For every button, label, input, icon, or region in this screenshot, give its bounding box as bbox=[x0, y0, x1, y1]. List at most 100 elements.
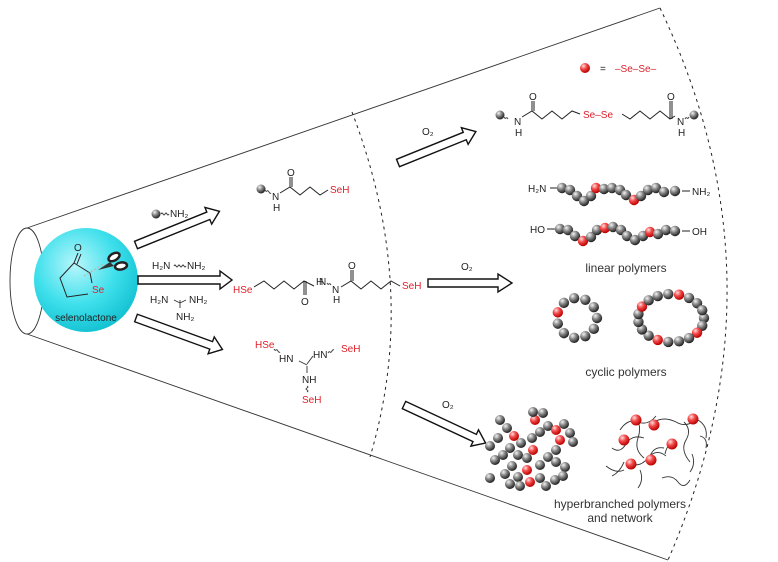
network-strand bbox=[637, 469, 643, 489]
diselenide-bead bbox=[528, 445, 538, 455]
bead-icon bbox=[151, 209, 161, 219]
diselenide-bead bbox=[666, 438, 678, 450]
polymer-bead bbox=[505, 479, 515, 489]
polymer-bead bbox=[697, 305, 708, 316]
polymer-bead bbox=[585, 190, 597, 202]
end-group-h2n: H₂N bbox=[528, 184, 546, 195]
polymer-bead bbox=[498, 450, 508, 460]
network-strand bbox=[683, 421, 691, 463]
cone-bottom-edge bbox=[26, 333, 669, 561]
polymer-bead bbox=[558, 471, 568, 481]
polymer-bead bbox=[507, 461, 517, 471]
wavy-link bbox=[273, 348, 281, 353]
end-group-nh2: NH₂ bbox=[692, 187, 710, 198]
wavy-link bbox=[264, 189, 272, 194]
inner-dashed-arc bbox=[351, 111, 392, 458]
end-group-ho: HO bbox=[530, 225, 545, 236]
polymer-bead bbox=[538, 408, 548, 418]
atom-o: O bbox=[667, 92, 675, 103]
linear-chain-hydroxyl bbox=[554, 221, 681, 247]
polymer-bead bbox=[683, 332, 695, 344]
triamine-right: NH₂ bbox=[189, 295, 207, 306]
polymer-bead bbox=[502, 423, 512, 433]
legend-sese: –Se–Se– bbox=[615, 64, 657, 75]
network-strand bbox=[649, 447, 665, 457]
network-strand bbox=[697, 419, 707, 439]
wavy-link bbox=[160, 212, 170, 216]
polymer-bead bbox=[643, 330, 654, 341]
linear-chain-amine bbox=[556, 182, 681, 207]
atom-h: H bbox=[678, 128, 685, 139]
network-strand bbox=[605, 465, 625, 472]
hyperbranched-label: hyperbranched polymers bbox=[554, 497, 686, 511]
selenium-atom: Se bbox=[92, 285, 105, 296]
polymer-bead bbox=[527, 433, 537, 443]
legend: = –Se–Se– bbox=[580, 63, 657, 75]
polymer-bead bbox=[588, 301, 600, 313]
polymer-bead bbox=[568, 293, 580, 304]
network-strand bbox=[661, 476, 691, 486]
cone-outline bbox=[9, 7, 728, 561]
polymer-bead bbox=[568, 332, 580, 343]
polymer-bead bbox=[490, 455, 500, 465]
polymer-bead bbox=[663, 336, 674, 348]
polymer-bead bbox=[669, 225, 681, 237]
polymer-bead bbox=[551, 445, 561, 455]
polymer-bead bbox=[559, 419, 569, 429]
hyperbranched-and-network: hyperbranched polymers and network bbox=[485, 407, 707, 525]
wavy-link bbox=[327, 349, 335, 354]
diselenide-bead bbox=[618, 434, 630, 446]
diselenide-bead bbox=[648, 419, 660, 431]
wavy-link bbox=[173, 299, 187, 308]
diselenide-bead bbox=[552, 307, 564, 318]
oxidation-arrows: O₂ O₂ O₂ bbox=[395, 126, 514, 448]
diselenide-bead bbox=[652, 334, 663, 346]
chain-bonds bbox=[279, 186, 329, 196]
polymer-bead bbox=[562, 224, 574, 236]
polymer-bead bbox=[635, 190, 647, 202]
carbonyl-bond-2 bbox=[76, 253, 82, 265]
selenolactone-sphere: O Se selenolactone bbox=[34, 228, 138, 332]
polymer-bead bbox=[643, 295, 654, 306]
polymer-bead bbox=[683, 292, 695, 304]
polymer-bead bbox=[642, 184, 654, 196]
polymer-bead bbox=[558, 297, 570, 309]
polymer-bead bbox=[543, 421, 553, 431]
network-strand bbox=[699, 435, 707, 449]
polymer-bead bbox=[607, 221, 619, 233]
arrow-o2-bottom bbox=[401, 400, 487, 448]
diselenide-bead bbox=[673, 289, 685, 300]
amine-reagents: NH₂ H₂N NH₂ H₂N NH₂ NH₂ bbox=[150, 209, 207, 323]
polymer-bead bbox=[505, 443, 515, 453]
selenolactone-label: selenolactone bbox=[55, 313, 117, 324]
atom-n: N bbox=[332, 285, 339, 296]
linear-polymers-label: linear polymers bbox=[585, 261, 666, 275]
diselenide-bead bbox=[687, 413, 699, 425]
diselenide-bead bbox=[551, 425, 561, 435]
polymer-bead bbox=[493, 433, 503, 443]
polymer-bead bbox=[669, 185, 681, 197]
atom-h: H bbox=[316, 277, 323, 288]
intermediate-monothiol: N H O SeH bbox=[256, 168, 349, 214]
atom-o: O bbox=[529, 92, 537, 103]
diselenide-bead bbox=[530, 415, 540, 425]
nh-bottom: NH bbox=[302, 375, 316, 386]
polymer-bead bbox=[550, 475, 560, 485]
wavy-link bbox=[173, 264, 187, 268]
polymer-bead bbox=[620, 189, 632, 201]
diselenide-bead bbox=[630, 414, 642, 426]
polymer-bead bbox=[556, 182, 568, 194]
polymer-bead bbox=[660, 224, 672, 236]
diselenide-bead bbox=[509, 431, 519, 441]
wavy-link bbox=[684, 116, 690, 120]
polymer-bead bbox=[485, 473, 495, 483]
o2-label-bottom: O₂ bbox=[442, 400, 454, 411]
red-bead-legend-icon bbox=[580, 63, 590, 73]
polymer-bead bbox=[698, 312, 710, 324]
carbonyl-bond bbox=[73, 252, 79, 264]
wavy-link bbox=[503, 116, 509, 120]
ring-bonds bbox=[59, 262, 91, 298]
chain-bonds bbox=[521, 110, 581, 120]
polymer-bead bbox=[535, 460, 545, 470]
cyclic-polymers-label: cyclic polymers bbox=[585, 365, 666, 379]
